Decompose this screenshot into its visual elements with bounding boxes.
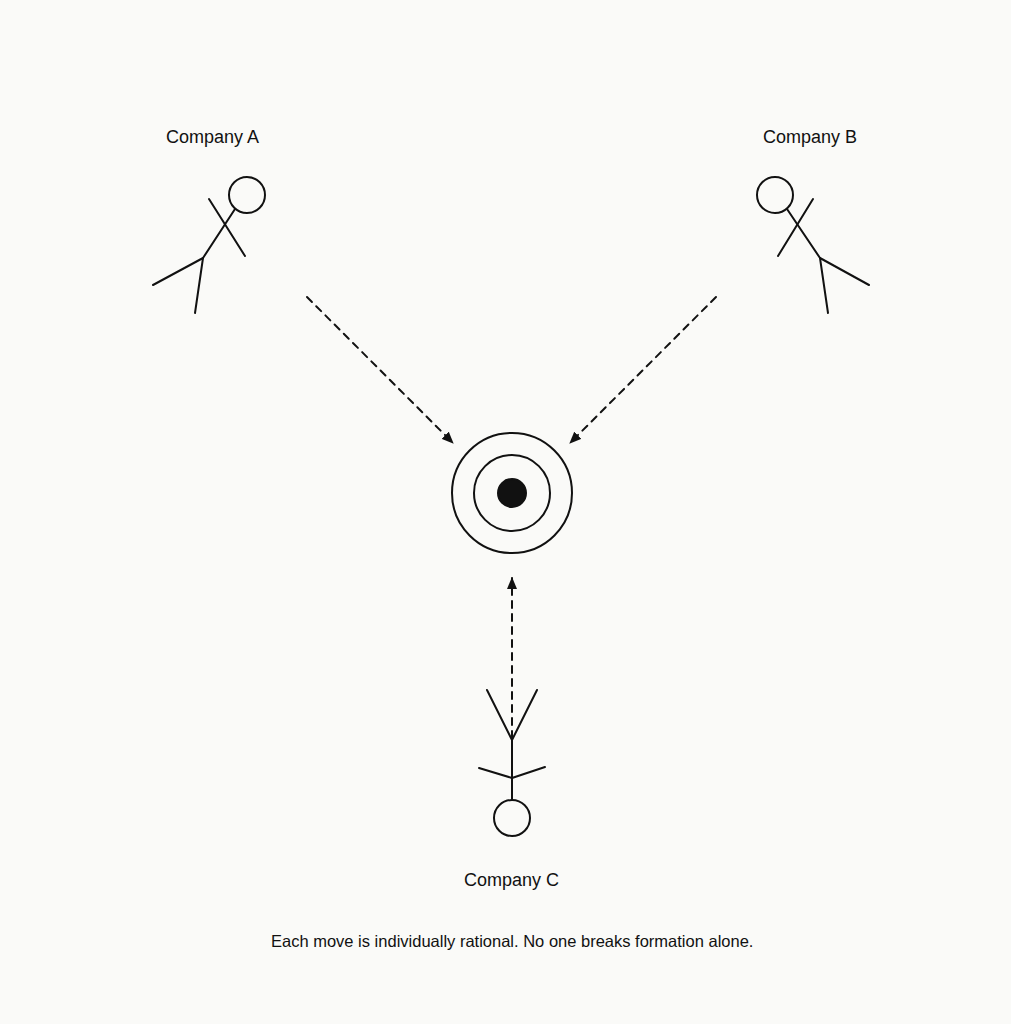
company-node: Company B (759, 125, 861, 150)
target (452, 433, 572, 553)
company-label: Company A (166, 127, 259, 148)
stick-figure (757, 177, 869, 313)
caption: Each move is individually rational. No o… (271, 932, 753, 951)
company-node: Company C (460, 868, 563, 893)
company-node: Company A (162, 125, 263, 150)
company-label: Company B (763, 127, 857, 148)
stick-figure (153, 177, 265, 313)
dashed-arrow (307, 297, 716, 738)
company-label: Company C (464, 870, 559, 891)
